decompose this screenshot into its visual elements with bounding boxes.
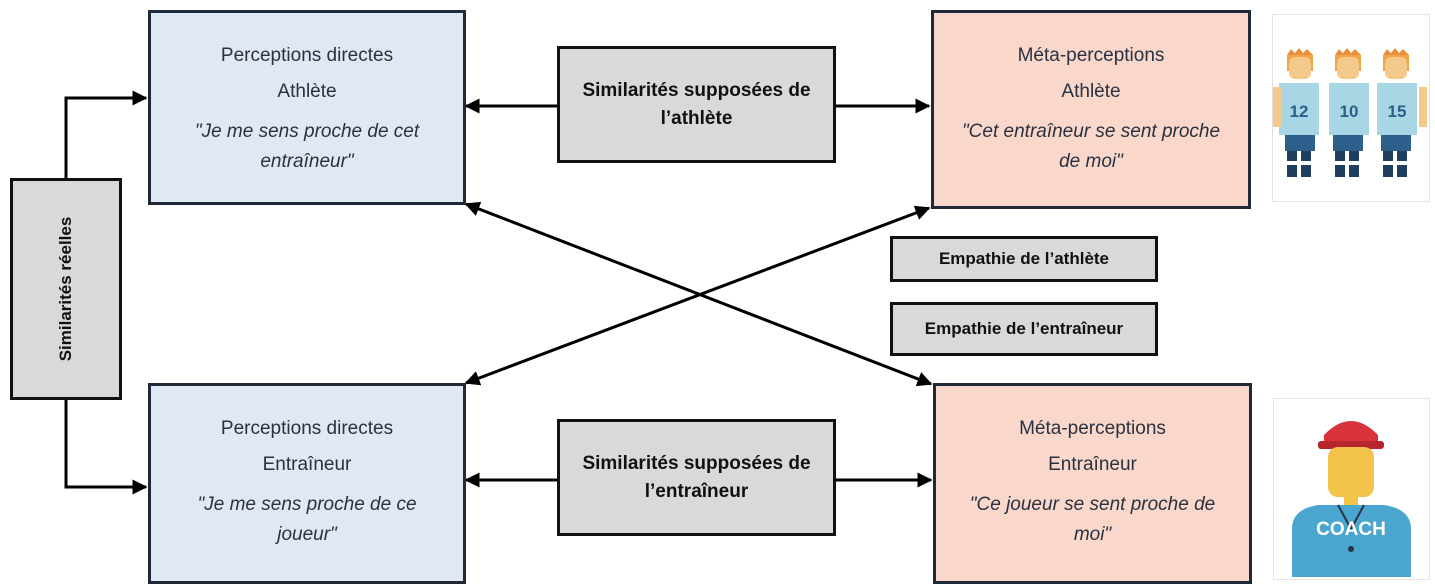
real-similarities-box: Similarités réelles: [10, 178, 122, 400]
athlete-meta-role: Athlète: [1061, 81, 1121, 102]
soccer-players-icon: 12 10: [1273, 48, 1427, 177]
coach-direct-quote: "Je me sens proche de ce joueur": [197, 494, 417, 545]
assumed-similarities-athlete-label: Similarités supposées de l’athlète: [582, 79, 811, 129]
coach-illustration: COACH: [1273, 398, 1430, 580]
coach-meta-title: Méta-perceptions: [1019, 418, 1166, 439]
empathy-athlete-box: Empathie de l’athlète: [890, 236, 1158, 282]
coach-meta-role: Entraîneur: [1048, 454, 1137, 475]
coach-direct-title: Perceptions directes: [220, 418, 394, 439]
athlete-meta-perceptions-box: Méta-perceptions Athlète "Cet entraîneur…: [931, 10, 1251, 209]
coach-shirt-text: COACH: [1316, 519, 1386, 540]
athlete-meta-quote: "Cet entraîneur se sent proche de moi": [961, 121, 1221, 172]
empathy-coach-label: Empathie de l’entraîneur: [924, 319, 1124, 338]
athlete-direct-role: Athlète: [277, 81, 337, 102]
coach-meta-perceptions-box: Méta-perceptions Entraîneur "Ce joueur s…: [933, 383, 1252, 584]
real-similarities-label: Similarités réelles: [56, 216, 75, 362]
assumed-similarities-coach-label: Similarités supposées de l’entraîneur: [582, 452, 811, 502]
player-number-2: 10: [1340, 102, 1359, 121]
coach-direct-role: Entraîneur: [262, 454, 352, 475]
player-number-1: 12: [1290, 102, 1309, 121]
empathy-coach-box: Empathie de l’entraîneur: [890, 302, 1158, 356]
assumed-similarities-coach-box: Similarités supposées de l’entraîneur: [557, 419, 836, 536]
players-illustration: 12 10: [1272, 14, 1430, 202]
coach-meta-quote: "Ce joueur se sent proche de moi": [969, 494, 1216, 545]
real-similarity-arrow-top: [64, 90, 148, 178]
player-number-3: 15: [1388, 102, 1407, 121]
real-similarity-arrow-bottom: [64, 400, 148, 495]
athlete-direct-quote: "Je me sens proche de cet entraîneur": [194, 121, 420, 172]
empathy-coach-arrow: [464, 201, 933, 387]
athlete-direct-perceptions-box: Perceptions directes Athlète "Je me sens…: [148, 10, 466, 205]
assumed-similarities-athlete-box: Similarités supposées de l’athlète: [557, 46, 836, 163]
coach-icon: COACH: [1292, 421, 1411, 577]
empathy-athlete-label: Empathie de l’athlète: [938, 249, 1110, 268]
athlete-direct-title: Perceptions directes: [220, 45, 394, 66]
athlete-meta-title: Méta-perceptions: [1017, 45, 1165, 66]
coach-direct-perceptions-box: Perceptions directes Entraîneur "Je me s…: [148, 383, 466, 584]
